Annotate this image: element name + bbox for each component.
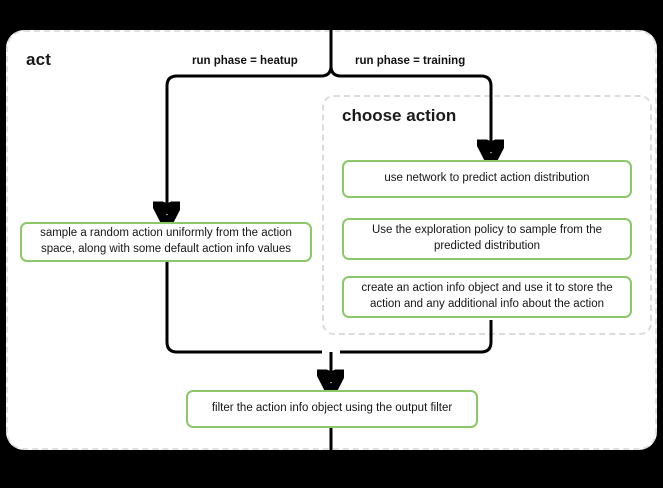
choose-action-title: choose action — [342, 106, 457, 125]
node-filter-action-info[interactable]: filter the action info object using the … — [186, 390, 478, 428]
edge-label-training: run phase = training — [355, 55, 466, 67]
node-exploration-policy[interactable]: Use the exploration policy to sample fro… — [342, 218, 632, 260]
edge-label-heatup: run phase = heatup — [192, 55, 298, 67]
node-use-network-predict[interactable]: use network to predict action distributi… — [342, 160, 632, 198]
node-create-action-info[interactable]: create an action info object and use it … — [342, 276, 632, 318]
node-sample-random-action[interactable]: sample a random action uniformly from th… — [20, 222, 312, 262]
act-title: act — [26, 50, 52, 69]
